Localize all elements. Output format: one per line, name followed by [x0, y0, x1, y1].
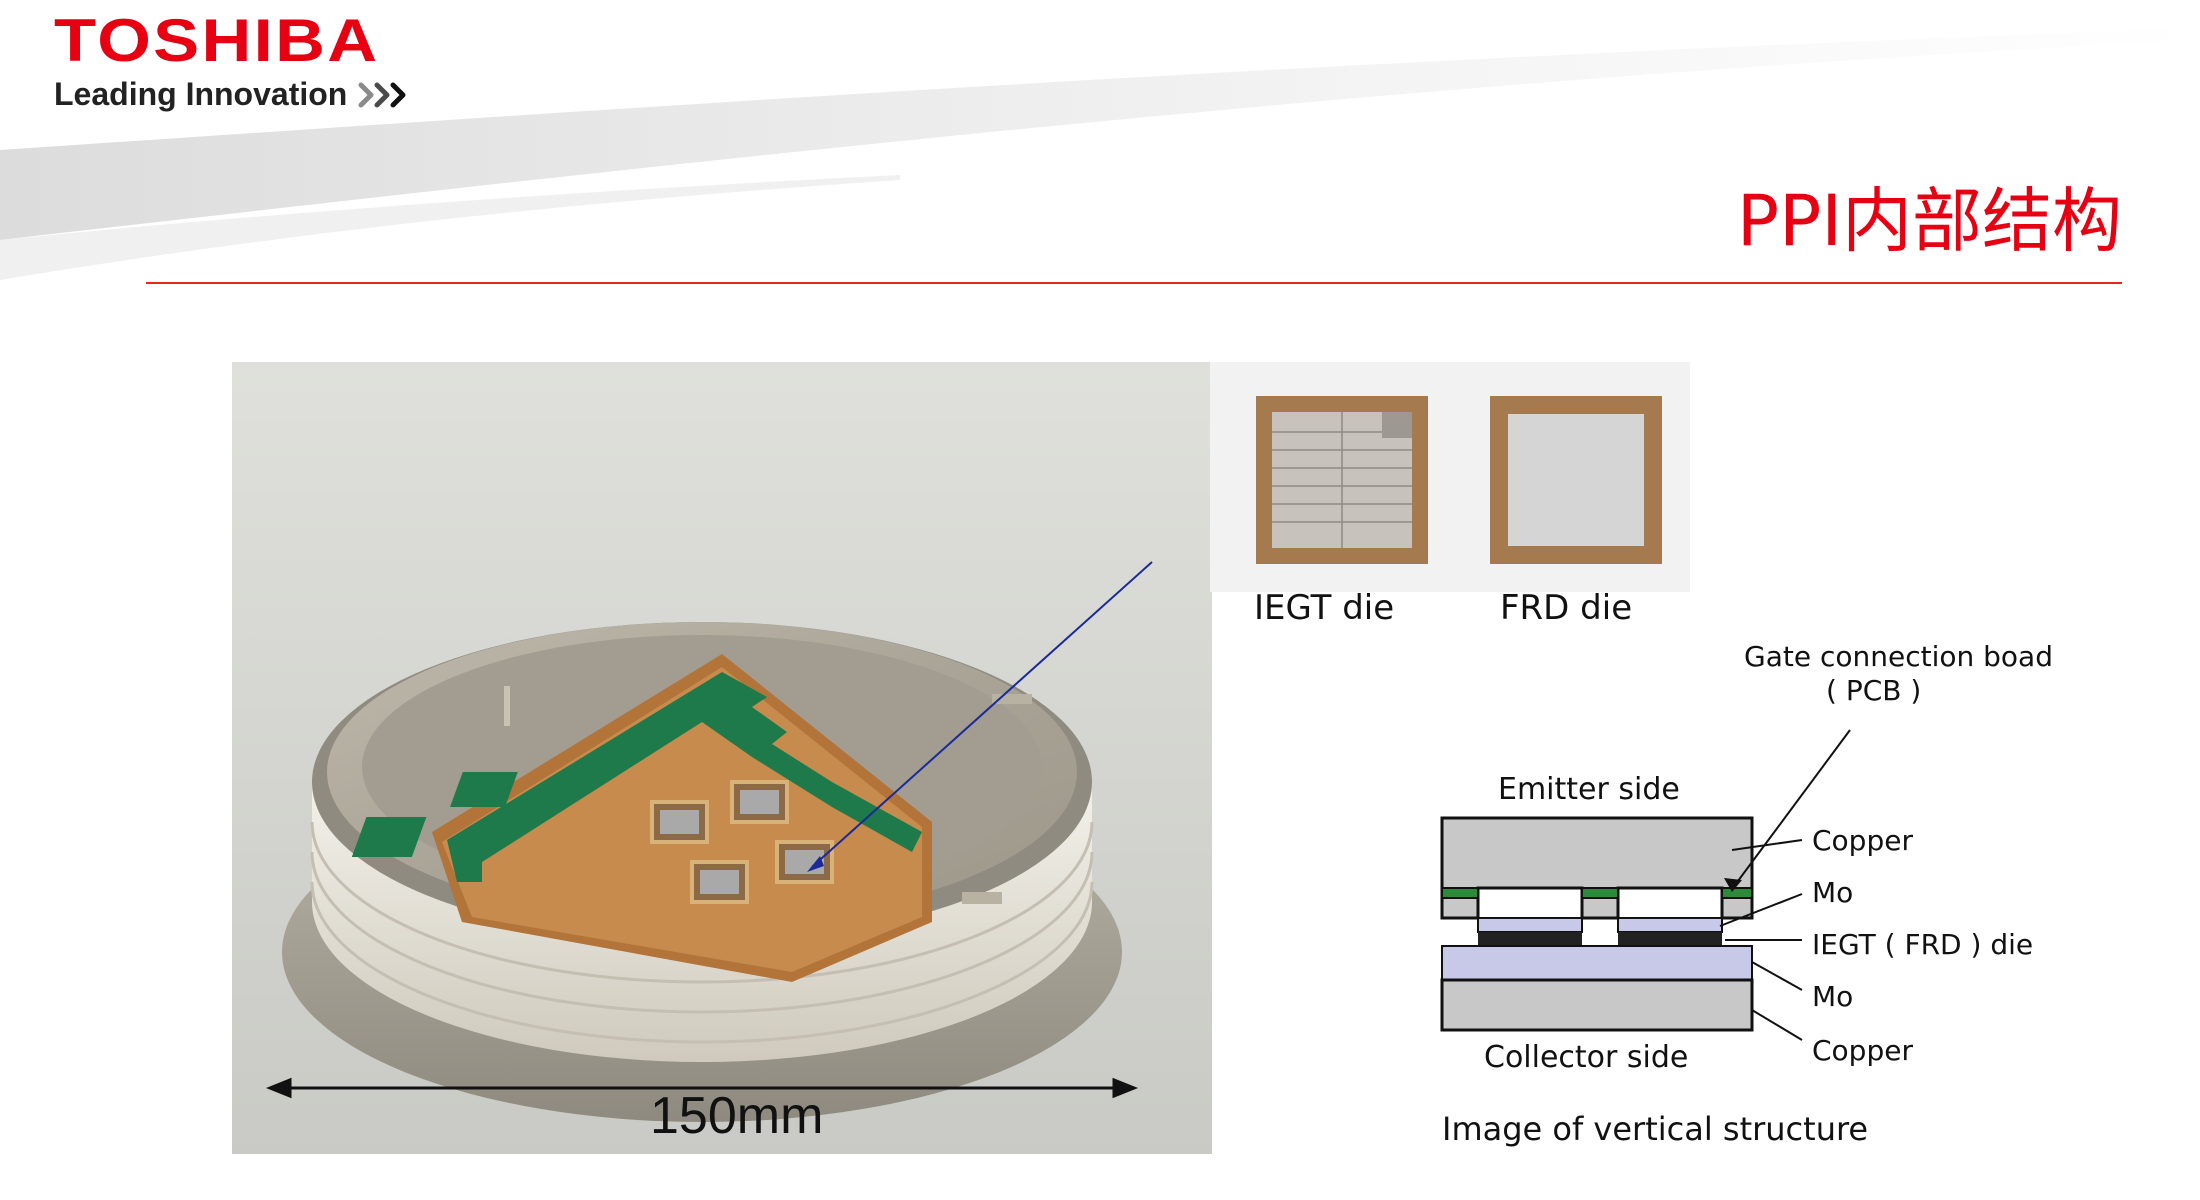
copper-top-label: Copper	[1812, 824, 1913, 857]
tagline-text: Leading Innovation	[54, 76, 348, 112]
tagline: Leading Innovation	[54, 76, 417, 113]
copper-bottom-label: Copper	[1812, 1034, 1913, 1067]
frd-die-label: FRD die	[1500, 588, 1633, 628]
frd-die-image	[1490, 396, 1662, 564]
collector-side-label: Collector side	[1484, 1040, 1689, 1075]
title-divider	[146, 282, 2122, 284]
emitter-side-label: Emitter side	[1498, 772, 1680, 807]
mo-top-label: Mo	[1812, 876, 1854, 909]
gate-board-label: Gate connection boad	[1744, 640, 2053, 673]
triple-chevron-right-icon	[358, 82, 406, 107]
mo-bottom-label: Mo	[1812, 980, 1854, 1013]
device-photo	[232, 362, 1212, 1154]
iegt-die-image	[1256, 396, 1428, 564]
gate-board-pcb-label: ( PCB )	[1826, 674, 1922, 707]
vertical-structure-diagram	[1440, 729, 1851, 1041]
header-swoosh	[0, 0, 2200, 280]
die-layer-label: IEGT ( FRD ) die	[1812, 928, 2034, 961]
die-photos	[1210, 362, 1690, 592]
slide-title: PPI内部结构	[1736, 180, 2122, 262]
toshiba-logo: TOSHIBA	[54, 7, 380, 74]
dimension-label: 150mm	[650, 1087, 824, 1145]
iegt-die-label: IEGT die	[1254, 588, 1395, 628]
diagram-caption: Image of vertical structure	[1442, 1110, 1869, 1148]
